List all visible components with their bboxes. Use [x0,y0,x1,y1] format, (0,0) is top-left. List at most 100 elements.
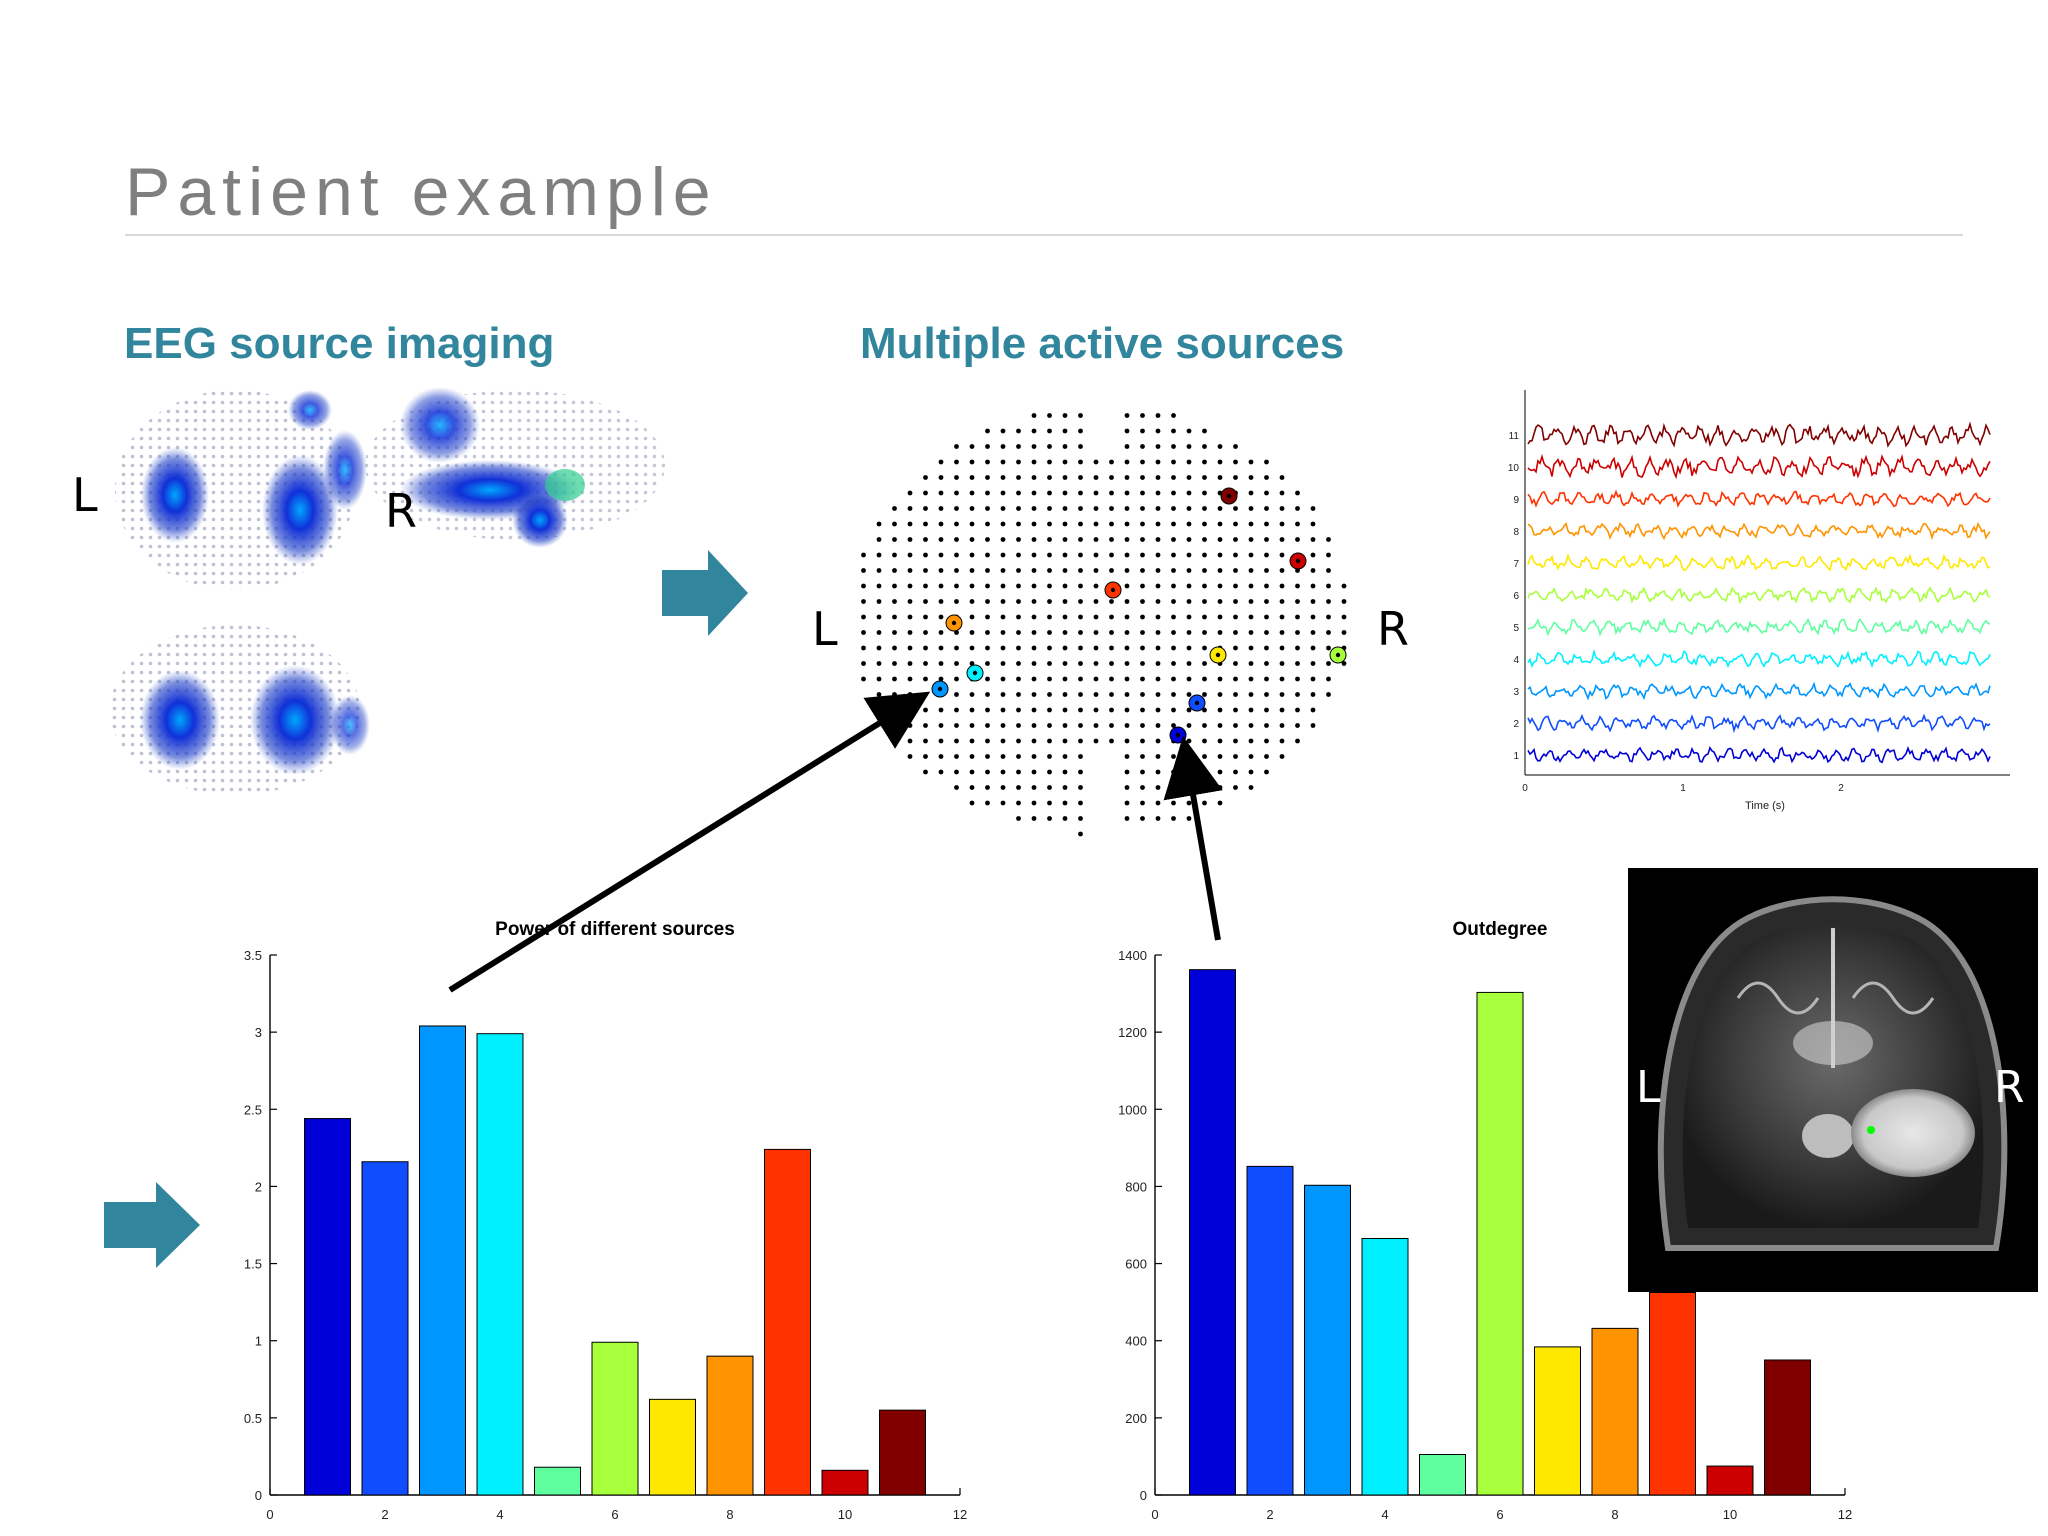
grid-point [1217,568,1223,573]
grid-point [938,552,944,558]
grid-point [1109,661,1114,666]
grid-point [1202,537,1207,542]
grid-point [969,568,975,573]
grid-point [892,568,897,573]
x-tick-label: 12 [1838,1507,1852,1522]
grid-point [1047,583,1052,589]
grid-point [1062,754,1068,759]
grid-point [1031,428,1037,434]
grid-point [1155,661,1161,666]
grid-point [985,537,990,542]
active-source-center [1194,700,1200,706]
grid-point [1031,692,1037,697]
grid-point [985,723,990,728]
y-tick-label: 400 [1125,1334,1147,1349]
grid-point [954,444,959,449]
x-tick-label: 2 [381,1507,388,1522]
grid-point [1264,630,1269,635]
grid-point [1186,599,1192,604]
grid-point [1047,630,1052,635]
grid-point [1124,723,1130,728]
grid-point [938,459,944,465]
grid-point [1078,785,1083,790]
grid-point [1295,583,1300,589]
grid-point [954,754,959,759]
channel-label: 4 [1513,655,1519,666]
grid-point [1155,413,1161,418]
grid-point [1062,614,1068,620]
grid-point [1217,754,1223,759]
grid-point [1000,614,1006,620]
grid-point [1233,475,1238,480]
grid-point [1295,723,1300,728]
grid-point [1047,723,1052,728]
grid-point [1248,506,1254,511]
grid-point [1171,754,1176,759]
grid-point [1186,785,1192,790]
grid-point [1109,692,1114,697]
grid-point [1248,707,1254,713]
grid-point [985,552,990,558]
grid-point [1078,444,1083,449]
grid-point [1217,475,1223,480]
x-tick-label: 10 [1723,1507,1737,1522]
grid-point [1202,428,1207,434]
grid-point [1016,599,1021,604]
grid-point [923,661,928,666]
grid-point [1295,707,1300,713]
grid-point [1124,769,1130,775]
grid-point [1248,630,1254,635]
grid-point [1171,661,1176,666]
grid-point [1186,769,1192,775]
grid-point [1202,676,1207,682]
grid-point [1248,475,1254,480]
active-source-center [1226,493,1232,499]
grid-point [1264,692,1269,697]
grid-point [1016,568,1021,573]
grid-point [1186,630,1192,635]
grid-point [1202,614,1207,620]
grid-point [1155,521,1161,527]
grid-point [923,475,928,480]
grid-point [1202,661,1207,666]
grid-point [1016,661,1021,666]
grid-point [1310,506,1316,511]
grid-point [1264,723,1269,728]
grid-point [1031,707,1037,713]
grid-point [1171,599,1176,604]
grid-point [923,723,928,728]
grid-point [1016,723,1021,728]
grid-point [907,754,913,759]
grid-point [1047,738,1052,744]
grid-point [985,769,990,775]
grid-point [1326,614,1331,620]
grid-point [1233,444,1238,449]
grid-point [1124,661,1130,666]
grid-point [1310,521,1316,527]
grid-point [985,738,990,744]
grid-point [1124,537,1130,542]
grid-point [969,599,975,604]
grid-point [1124,707,1130,713]
grid-point [1264,537,1269,542]
source-location-grid [861,413,1347,837]
grid-point [1217,630,1223,635]
grid-point [1310,568,1316,573]
grid-point [876,630,882,635]
grid-point [969,738,975,744]
grid-point [1248,552,1254,558]
channel-label: 11 [1509,431,1520,442]
grid-point [1124,692,1130,697]
grid-point [985,692,990,697]
grid-point [1140,568,1145,573]
grid-point [1016,707,1021,713]
channel-label: 1 [1513,751,1519,762]
grid-point [1248,521,1254,527]
grid-point [1217,459,1223,465]
grid-point [1186,661,1192,666]
grid-point [1264,552,1269,558]
grid-point [1279,676,1285,682]
grid-point [923,645,928,651]
grid-point [1140,769,1145,775]
grid-point [1124,738,1130,744]
